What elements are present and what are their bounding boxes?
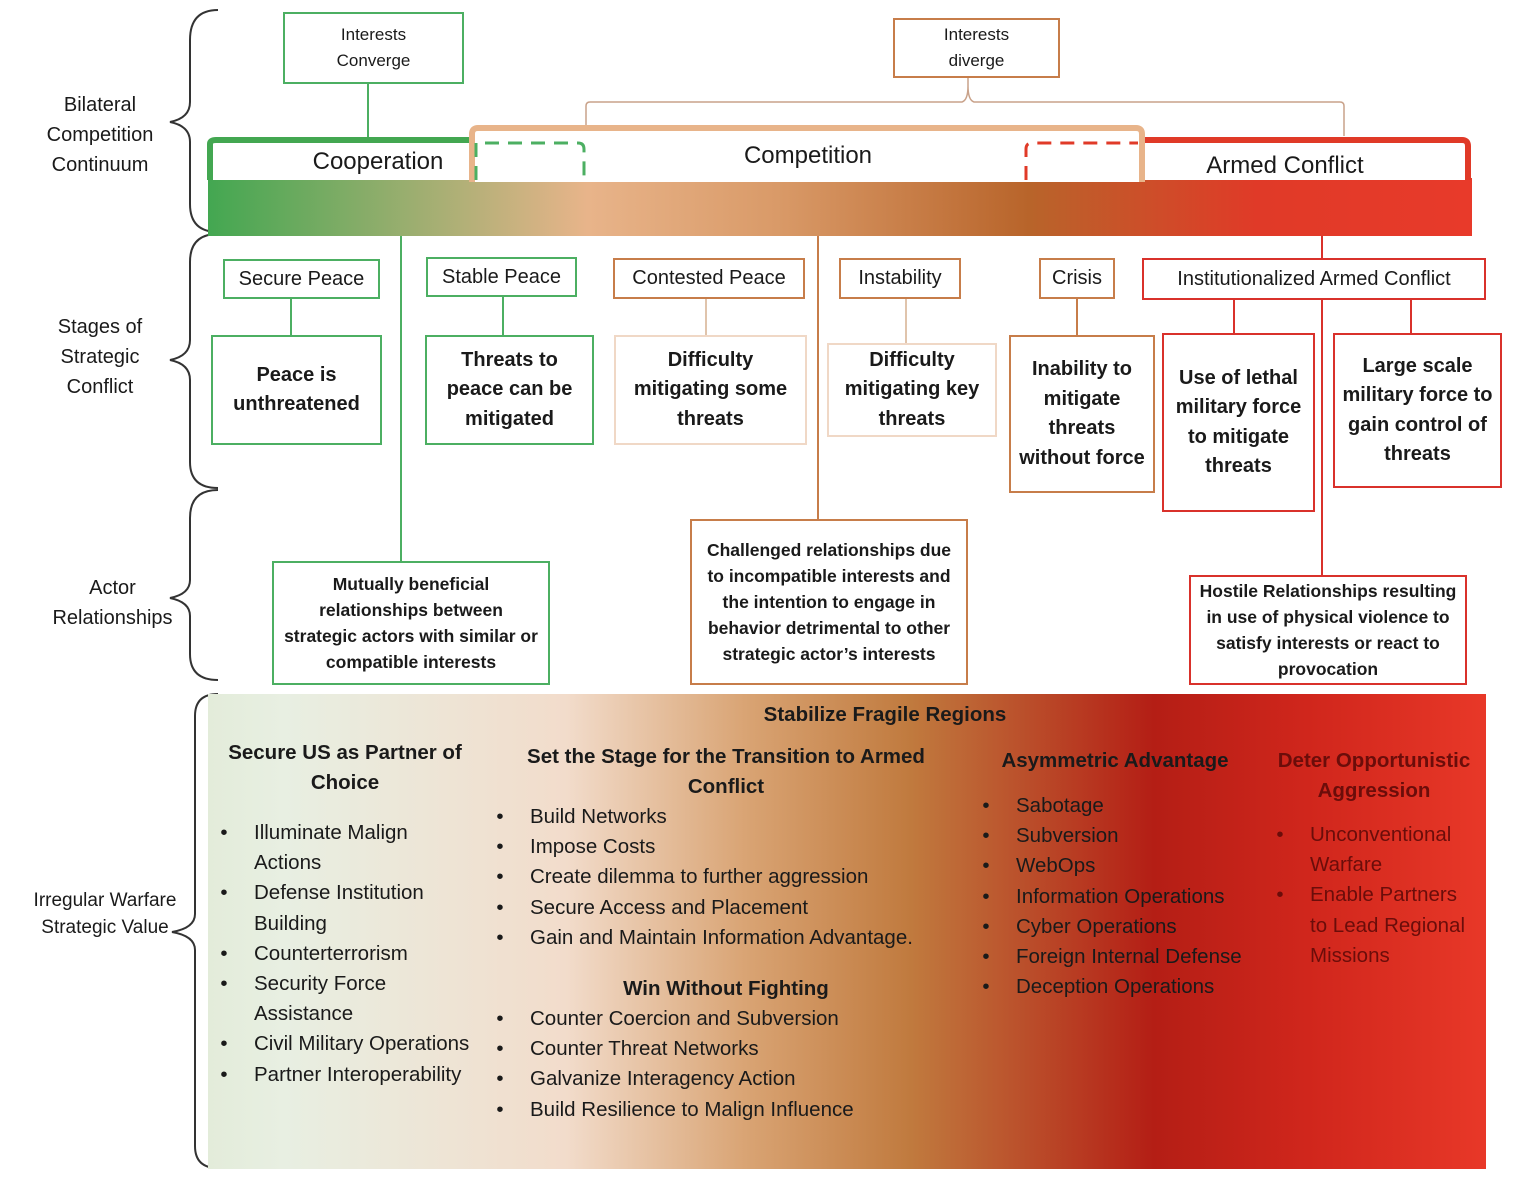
list-item: Partner Interoperability xyxy=(218,1060,478,1090)
brace-actors xyxy=(169,489,219,681)
list-item: Civil Military Operations xyxy=(218,1029,478,1059)
list-item: Build Resilience to Malign Influence xyxy=(494,1095,954,1125)
stage-institutionalized-armed-conflict: Institutionalized Armed Conflict xyxy=(1142,258,1486,300)
iw-list-partner-of-choice: Illuminate Malign Actions Defense Instit… xyxy=(218,818,478,1090)
iw-list-set-the-stage: Build Networks Impose Costs Create dilem… xyxy=(494,802,954,953)
list-item: Secure Access and Placement xyxy=(494,893,954,923)
interests-diverge-box: Interests diverge xyxy=(893,18,1060,78)
continuum-bar xyxy=(208,178,1472,236)
iw-column-partner-of-choice: Secure US as Partner of Choice Illuminat… xyxy=(218,738,478,1090)
list-item: Illuminate Malign Actions xyxy=(218,818,478,878)
competition-label: Competition xyxy=(743,142,873,169)
stabilize-fragile-regions-heading: Stabilize Fragile Regions xyxy=(763,703,1007,726)
iw-heading-deter-aggression: Deter Opportunistic Aggression xyxy=(1277,749,1471,802)
desc-difficulty-some-threats: Difficulty mitigating some threats xyxy=(614,335,807,445)
desc-difficulty-key-threats: Difficulty mitigating key threats xyxy=(827,343,997,437)
iw-heading-asymmetric-advantage: Asymmetric Advantage xyxy=(1001,749,1229,772)
list-item: Counter Threat Networks xyxy=(494,1034,954,1064)
list-item: Subversion xyxy=(980,821,1248,851)
iw-list-deter-aggression: Unconventional Warfare Enable Partners t… xyxy=(1274,820,1479,971)
list-item: Information Operations xyxy=(980,882,1248,912)
label-actor-relationships: Actor Relationships xyxy=(52,577,173,629)
label-irregular-warfare-strategic-value: Irregular Warfare Strategic Value xyxy=(33,890,177,938)
stage-secure-peace: Secure Peace xyxy=(223,259,380,299)
list-item: Impose Costs xyxy=(494,832,954,862)
iw-column-deter-aggression: Deter Opportunistic Aggression Unconvent… xyxy=(1274,746,1479,971)
iw-column-asymmetric-advantage: Asymmetric Advantage Sabotage Subversion… xyxy=(980,746,1248,1003)
iw-heading-partner-of-choice: Secure US as Partner of Choice xyxy=(228,741,462,794)
list-item: Cyber Operations xyxy=(980,912,1248,942)
relationship-challenged: Challenged relationships due to incompat… xyxy=(690,519,968,685)
desc-peace-unthreatened: Peace is unthreatened xyxy=(211,335,382,445)
brace-bilateral xyxy=(169,9,219,233)
stage-crisis: Crisis xyxy=(1039,258,1115,299)
iw-list-asymmetric-advantage: Sabotage Subversion WebOps Information O… xyxy=(980,791,1248,1003)
relationship-mutually-beneficial: Mutually beneficial relationships betwee… xyxy=(272,561,550,685)
stage-instability: Instability xyxy=(839,258,961,299)
iw-heading-set-the-stage: Set the Stage for the Transition to Arme… xyxy=(527,745,925,798)
label-stages-of-strategic-conflict: Stages of Strategic Conflict xyxy=(57,316,143,398)
list-item: Galvanize Interagency Action xyxy=(494,1064,954,1094)
desc-inability-without-force: Inability to mitigate threats without fo… xyxy=(1009,335,1155,493)
iw-column-set-the-stage: Set the Stage for the Transition to Arme… xyxy=(494,742,954,1125)
list-item: Enable Partners to Lead Regional Mission… xyxy=(1274,880,1479,971)
list-item: Build Networks xyxy=(494,802,954,832)
brace-stages xyxy=(169,233,219,489)
iw-list-win-without-fighting: Counter Coercion and Subversion Counter … xyxy=(494,1004,954,1125)
relationship-hostile: Hostile Relationships resulting in use o… xyxy=(1189,575,1467,685)
list-item: Foreign Internal Defense xyxy=(980,942,1248,972)
list-item: Unconventional Warfare xyxy=(1274,820,1479,880)
list-item: Deception Operations xyxy=(980,972,1248,1002)
list-item: WebOps xyxy=(980,851,1248,881)
list-item: Defense Institution Building xyxy=(218,878,478,938)
armed-conflict-label: Armed Conflict xyxy=(1206,152,1364,179)
stage-stable-peace: Stable Peace xyxy=(426,257,577,297)
interests-converge-box: Interests Converge xyxy=(283,12,464,84)
stage-contested-peace: Contested Peace xyxy=(613,258,805,299)
list-item: Sabotage xyxy=(980,791,1248,821)
desc-threats-mitigated: Threats to peace can be mitigated xyxy=(425,335,594,445)
list-item: Security Force Assistance xyxy=(218,969,478,1029)
list-item: Counter Coercion and Subversion xyxy=(494,1004,954,1034)
diverge-bracket xyxy=(585,76,1345,136)
iw-heading-win-without-fighting: Win Without Fighting xyxy=(623,977,829,1001)
label-bilateral-competition-continuum: Bilateral Competition Continuum xyxy=(46,94,154,176)
list-item: Gain and Maintain Information Advantage. xyxy=(494,923,954,953)
brace-irregular xyxy=(171,693,219,1169)
desc-lethal-military-force: Use of lethal military force to mitigate… xyxy=(1162,333,1315,512)
desc-large-scale-force: Large scale military force to gain contr… xyxy=(1333,333,1502,488)
list-item: Create dilemma to further aggression xyxy=(494,862,954,892)
list-item: Counterterrorism xyxy=(218,939,478,969)
cooperation-label: Cooperation xyxy=(312,148,444,175)
